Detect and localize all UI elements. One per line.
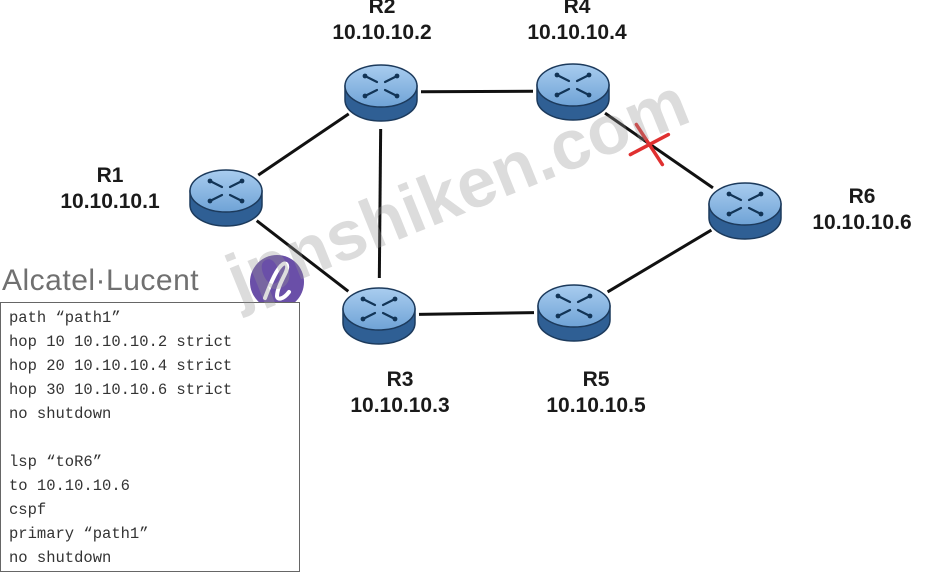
router-ip-r6: 10.10.10.6 (812, 211, 912, 234)
router-label-r3: R3 10.10.10.3 (330, 367, 470, 419)
link-r2-r4 (420, 89, 534, 94)
link-r3-r5 (418, 311, 535, 316)
router-label-r4: R4 10.10.10.4 (507, 0, 647, 46)
link-r1-r2 (257, 112, 350, 177)
config-panel: path “path1” hop 10 10.10.10.2 strict ho… (0, 302, 300, 572)
router-name-r3: R3 (386, 368, 414, 391)
router-ip-r4: 10.10.10.4 (527, 21, 627, 44)
config-line: hop 10 10.10.10.2 strict (9, 333, 233, 351)
config-line: no shutdown (9, 405, 112, 423)
brand-separator: · (95, 264, 107, 297)
router-icon-r1 (189, 169, 263, 227)
config-line: no shutdown (9, 549, 112, 567)
router-ip-r2: 10.10.10.2 (332, 21, 432, 44)
router-icon-r2 (344, 64, 418, 122)
router-name-r4: R4 (563, 0, 591, 18)
vendor-logo-icon (250, 255, 304, 309)
config-line: path “path1” (9, 309, 121, 327)
config-line (9, 426, 299, 450)
router-ip-r1: 10.10.10.1 (60, 190, 160, 213)
config-line: primary “path1” (9, 525, 149, 543)
link-r5-r6 (606, 228, 713, 294)
link-r4-r6 (604, 111, 714, 190)
config-line: to 10.10.10.6 (9, 477, 130, 495)
router-ip-r3: 10.10.10.3 (350, 394, 450, 417)
brand-part2: Lucent (106, 264, 200, 297)
failure-layer (628, 122, 671, 167)
link-r2-r3 (377, 128, 383, 279)
router-label-r6: R6 10.10.10.6 (797, 184, 927, 236)
link-r1-r3 (255, 219, 350, 293)
config-line: lsp “toR6” (9, 453, 103, 471)
router-name-r6: R6 (848, 185, 876, 208)
links-layer (255, 89, 714, 316)
router-name-r2: R2 (368, 0, 396, 18)
config-line: hop 30 10.10.10.6 strict (9, 381, 233, 399)
link-failure-mark-icon (628, 122, 671, 167)
router-icon-r3 (342, 287, 416, 345)
vendor-brand: Alcatel·Lucent (2, 264, 199, 298)
config-line: hop 20 10.10.10.4 strict (9, 357, 233, 375)
router-icon-r5 (537, 284, 611, 342)
routers-layer (189, 63, 782, 345)
router-name-r5: R5 (582, 368, 610, 391)
router-icon-r4 (536, 63, 610, 121)
router-label-r1: R1 10.10.10.1 (40, 163, 180, 215)
router-icon-r6 (708, 182, 782, 240)
router-label-r2: R2 10.10.10.2 (312, 0, 452, 46)
router-ip-r5: 10.10.10.5 (546, 394, 646, 417)
config-line: cspf (9, 501, 47, 519)
router-name-r1: R1 (96, 164, 124, 187)
router-label-r5: R5 10.10.10.5 (526, 367, 666, 419)
brand-part1: Alcatel (2, 264, 96, 297)
